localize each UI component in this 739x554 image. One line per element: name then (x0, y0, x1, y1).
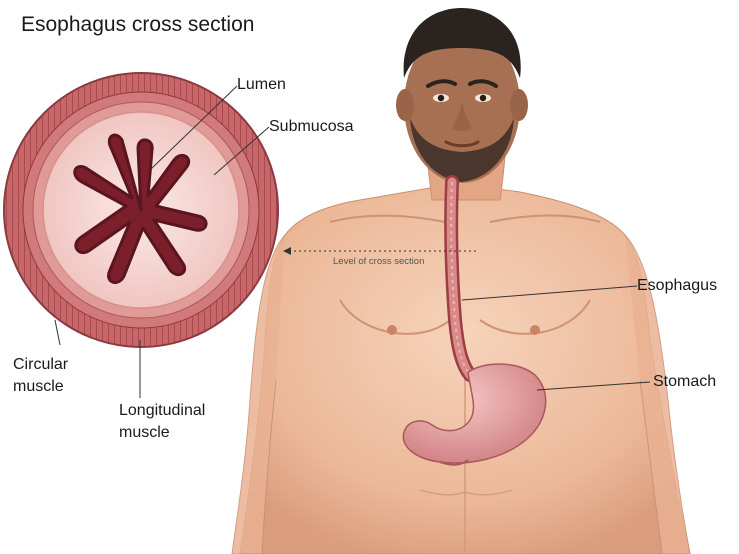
label-stomach: Stomach (653, 371, 716, 393)
label-level-cross-section: Level of cross section (333, 256, 424, 268)
head (396, 8, 528, 183)
diagram-title: Esophagus cross section (21, 12, 254, 38)
label-esophagus: Esophagus (637, 275, 717, 297)
label-circular-line2: muscle (13, 376, 64, 398)
label-lumen: Lumen (237, 74, 286, 96)
label-circular-line1: Circular (13, 354, 68, 376)
label-longitudinal-line2: muscle (119, 422, 170, 444)
label-longitudinal-line1: Longitudinal (119, 400, 205, 422)
cross-section-diagram (4, 73, 278, 347)
label-submucosa: Submucosa (269, 116, 354, 138)
